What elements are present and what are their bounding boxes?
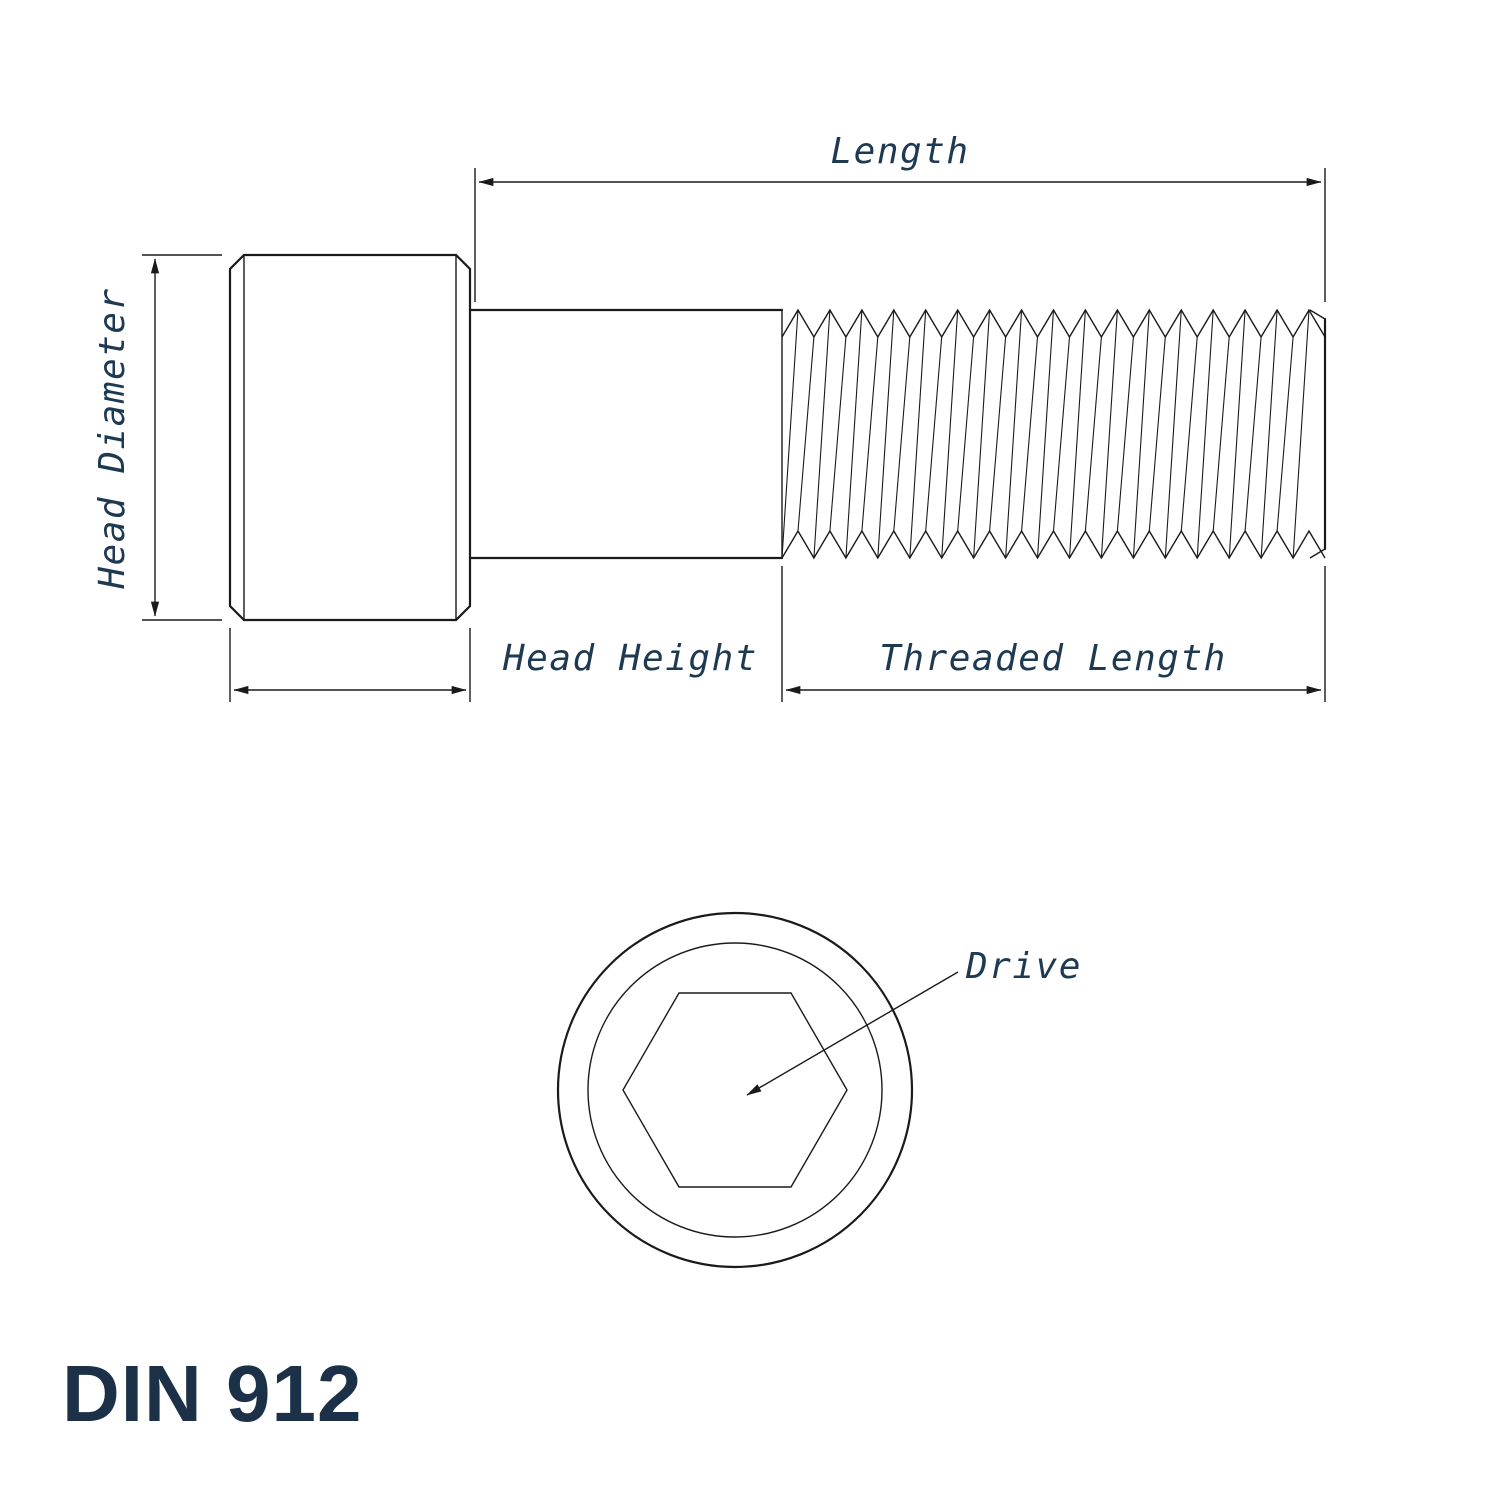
thread-profile-bottom [781, 529, 1326, 560]
dimension-threaded-length: Threaded Length [781, 566, 1326, 702]
head-diameter-label: Head Diameter [92, 287, 133, 589]
screw-side-view [228, 253, 1327, 622]
head-chamfer-circle [587, 942, 883, 1238]
drive-leader-line [746, 971, 959, 1096]
dimension-length: Length [474, 131, 1326, 302]
tip-chamfer-top [1309, 309, 1326, 320]
head-outer-circle [556, 911, 914, 1269]
head-height-label: Head Height [502, 638, 758, 679]
drive-callout: Drive [746, 946, 1082, 1096]
standard-title: DIN 912 [62, 1349, 363, 1438]
drive-label: Drive [965, 946, 1082, 987]
dimension-head-height: Head Height [229, 628, 758, 702]
dimension-head-diameter: Head Diameter [92, 254, 222, 621]
thread-flank-lines [781, 309, 1310, 559]
drive-end-view [556, 911, 914, 1269]
threaded-length-label: Threaded Length [879, 638, 1227, 679]
tip-chamfer-bottom [1309, 548, 1326, 559]
screw-head-outline [228, 253, 472, 622]
length-label: Length [830, 131, 969, 172]
hex-socket [622, 992, 848, 1188]
